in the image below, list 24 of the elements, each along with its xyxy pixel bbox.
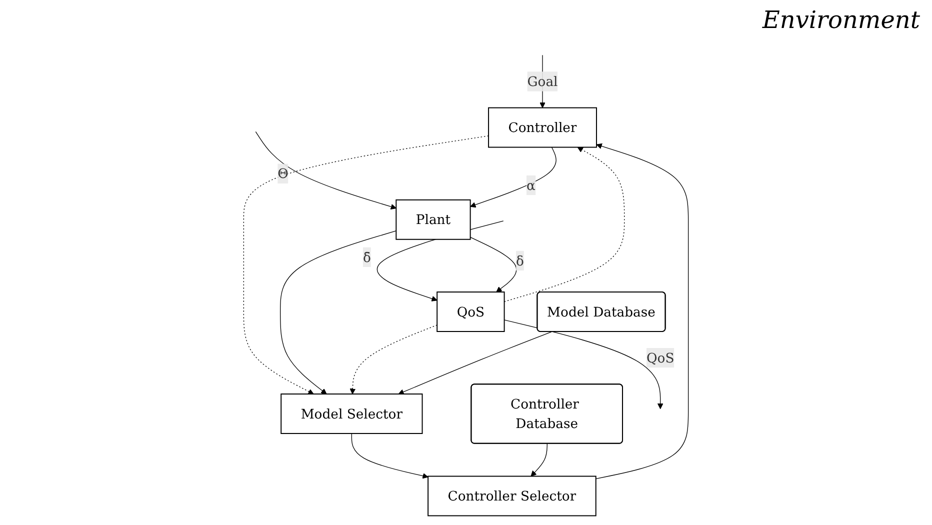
annotation-text: Environment [762, 6, 920, 34]
arrow [470, 236, 517, 292]
arrow [255, 131, 396, 210]
node-box: QoS [436, 292, 505, 332]
node-box: Plant [396, 199, 471, 240]
arrow [243, 136, 489, 394]
arrow [530, 443, 548, 477]
arrow [470, 146, 556, 208]
arrow [350, 324, 438, 394]
arrow [596, 143, 689, 480]
edge-label: δ [516, 252, 524, 269]
arrow [504, 147, 625, 302]
node-box: Controller [488, 107, 597, 148]
arrow [280, 230, 396, 394]
arrow [351, 433, 428, 479]
edge-label: Goal [527, 74, 558, 90]
node-box: Controller Selector [428, 476, 596, 516]
edge-label: QoS [646, 350, 674, 366]
edge-label: δ̄ [362, 249, 371, 266]
edge-label: Θ [278, 166, 288, 182]
node-box: Model Selector [280, 394, 423, 434]
arrow [504, 320, 664, 410]
edge-label: α [526, 177, 536, 194]
arrow [398, 332, 552, 395]
